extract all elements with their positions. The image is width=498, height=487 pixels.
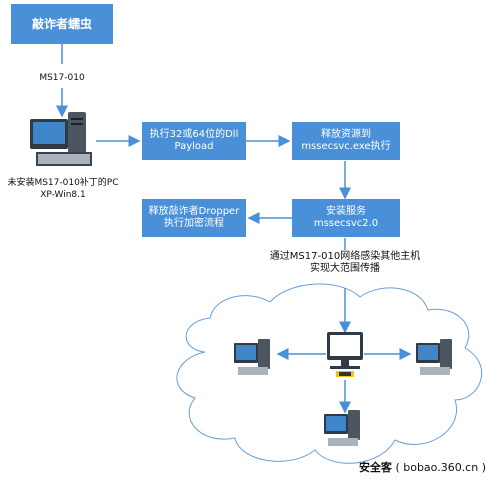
release-resource-line1: 释放资源到 bbox=[320, 129, 371, 140]
release-resource-line2: mssecsvc.exe执行 bbox=[301, 141, 391, 152]
ransomware-node: 敲诈者蠕虫 bbox=[11, 4, 113, 44]
exec-payload-line2: Payload bbox=[174, 141, 214, 152]
exec-payload-line1: 执行32或64位的Dll bbox=[149, 129, 239, 140]
spread-label-line2: 实现大范围传播 bbox=[310, 263, 380, 274]
watermark-brand: 安全客 bbox=[358, 461, 392, 474]
dropper-line2: 执行加密流程 bbox=[163, 218, 224, 229]
victim-pc-label: 未安装MS17-010补丁的PC XP-Win8.1 bbox=[0, 177, 126, 201]
install-service-node: 安装服务 mssecsvc2.0 bbox=[292, 199, 400, 237]
dropper-node: 释放敲诈者Dropper 执行加密流程 bbox=[142, 199, 246, 237]
watermark-site: ( bobao.360.cn ) bbox=[395, 461, 486, 474]
install-service-line2: mssecsvc2.0 bbox=[313, 218, 379, 229]
watermark: 安全客 ( bobao.360.cn ) bbox=[359, 459, 486, 475]
right-computer-icon bbox=[416, 339, 452, 375]
left-computer-icon bbox=[234, 339, 270, 375]
victim-computer-icon bbox=[30, 112, 92, 166]
release-resource-node: 释放资源到 mssecsvc.exe执行 bbox=[292, 122, 400, 160]
bottom-computer-icon bbox=[324, 410, 360, 446]
install-service-line1: 安装服务 bbox=[326, 206, 366, 217]
network-hub-icon bbox=[327, 332, 363, 377]
victim-pc-label-line1: 未安装MS17-010补丁的PC bbox=[7, 178, 119, 188]
ransomware-label: 敲诈者蠕虫 bbox=[31, 17, 92, 31]
network-cloud bbox=[176, 283, 483, 464]
spread-label-line1: 通过MS17-010网络感染其他主机 bbox=[269, 251, 421, 262]
exploit-label: MS17-010 bbox=[39, 73, 85, 83]
dropper-line1: 释放敲诈者Dropper bbox=[148, 206, 240, 217]
exec-payload-node: 执行32或64位的Dll Payload bbox=[142, 122, 246, 160]
victim-pc-label-line2: XP-Win8.1 bbox=[40, 190, 86, 200]
spread-label: 通过MS17-010网络感染其他主机 实现大范围传播 bbox=[254, 251, 436, 275]
